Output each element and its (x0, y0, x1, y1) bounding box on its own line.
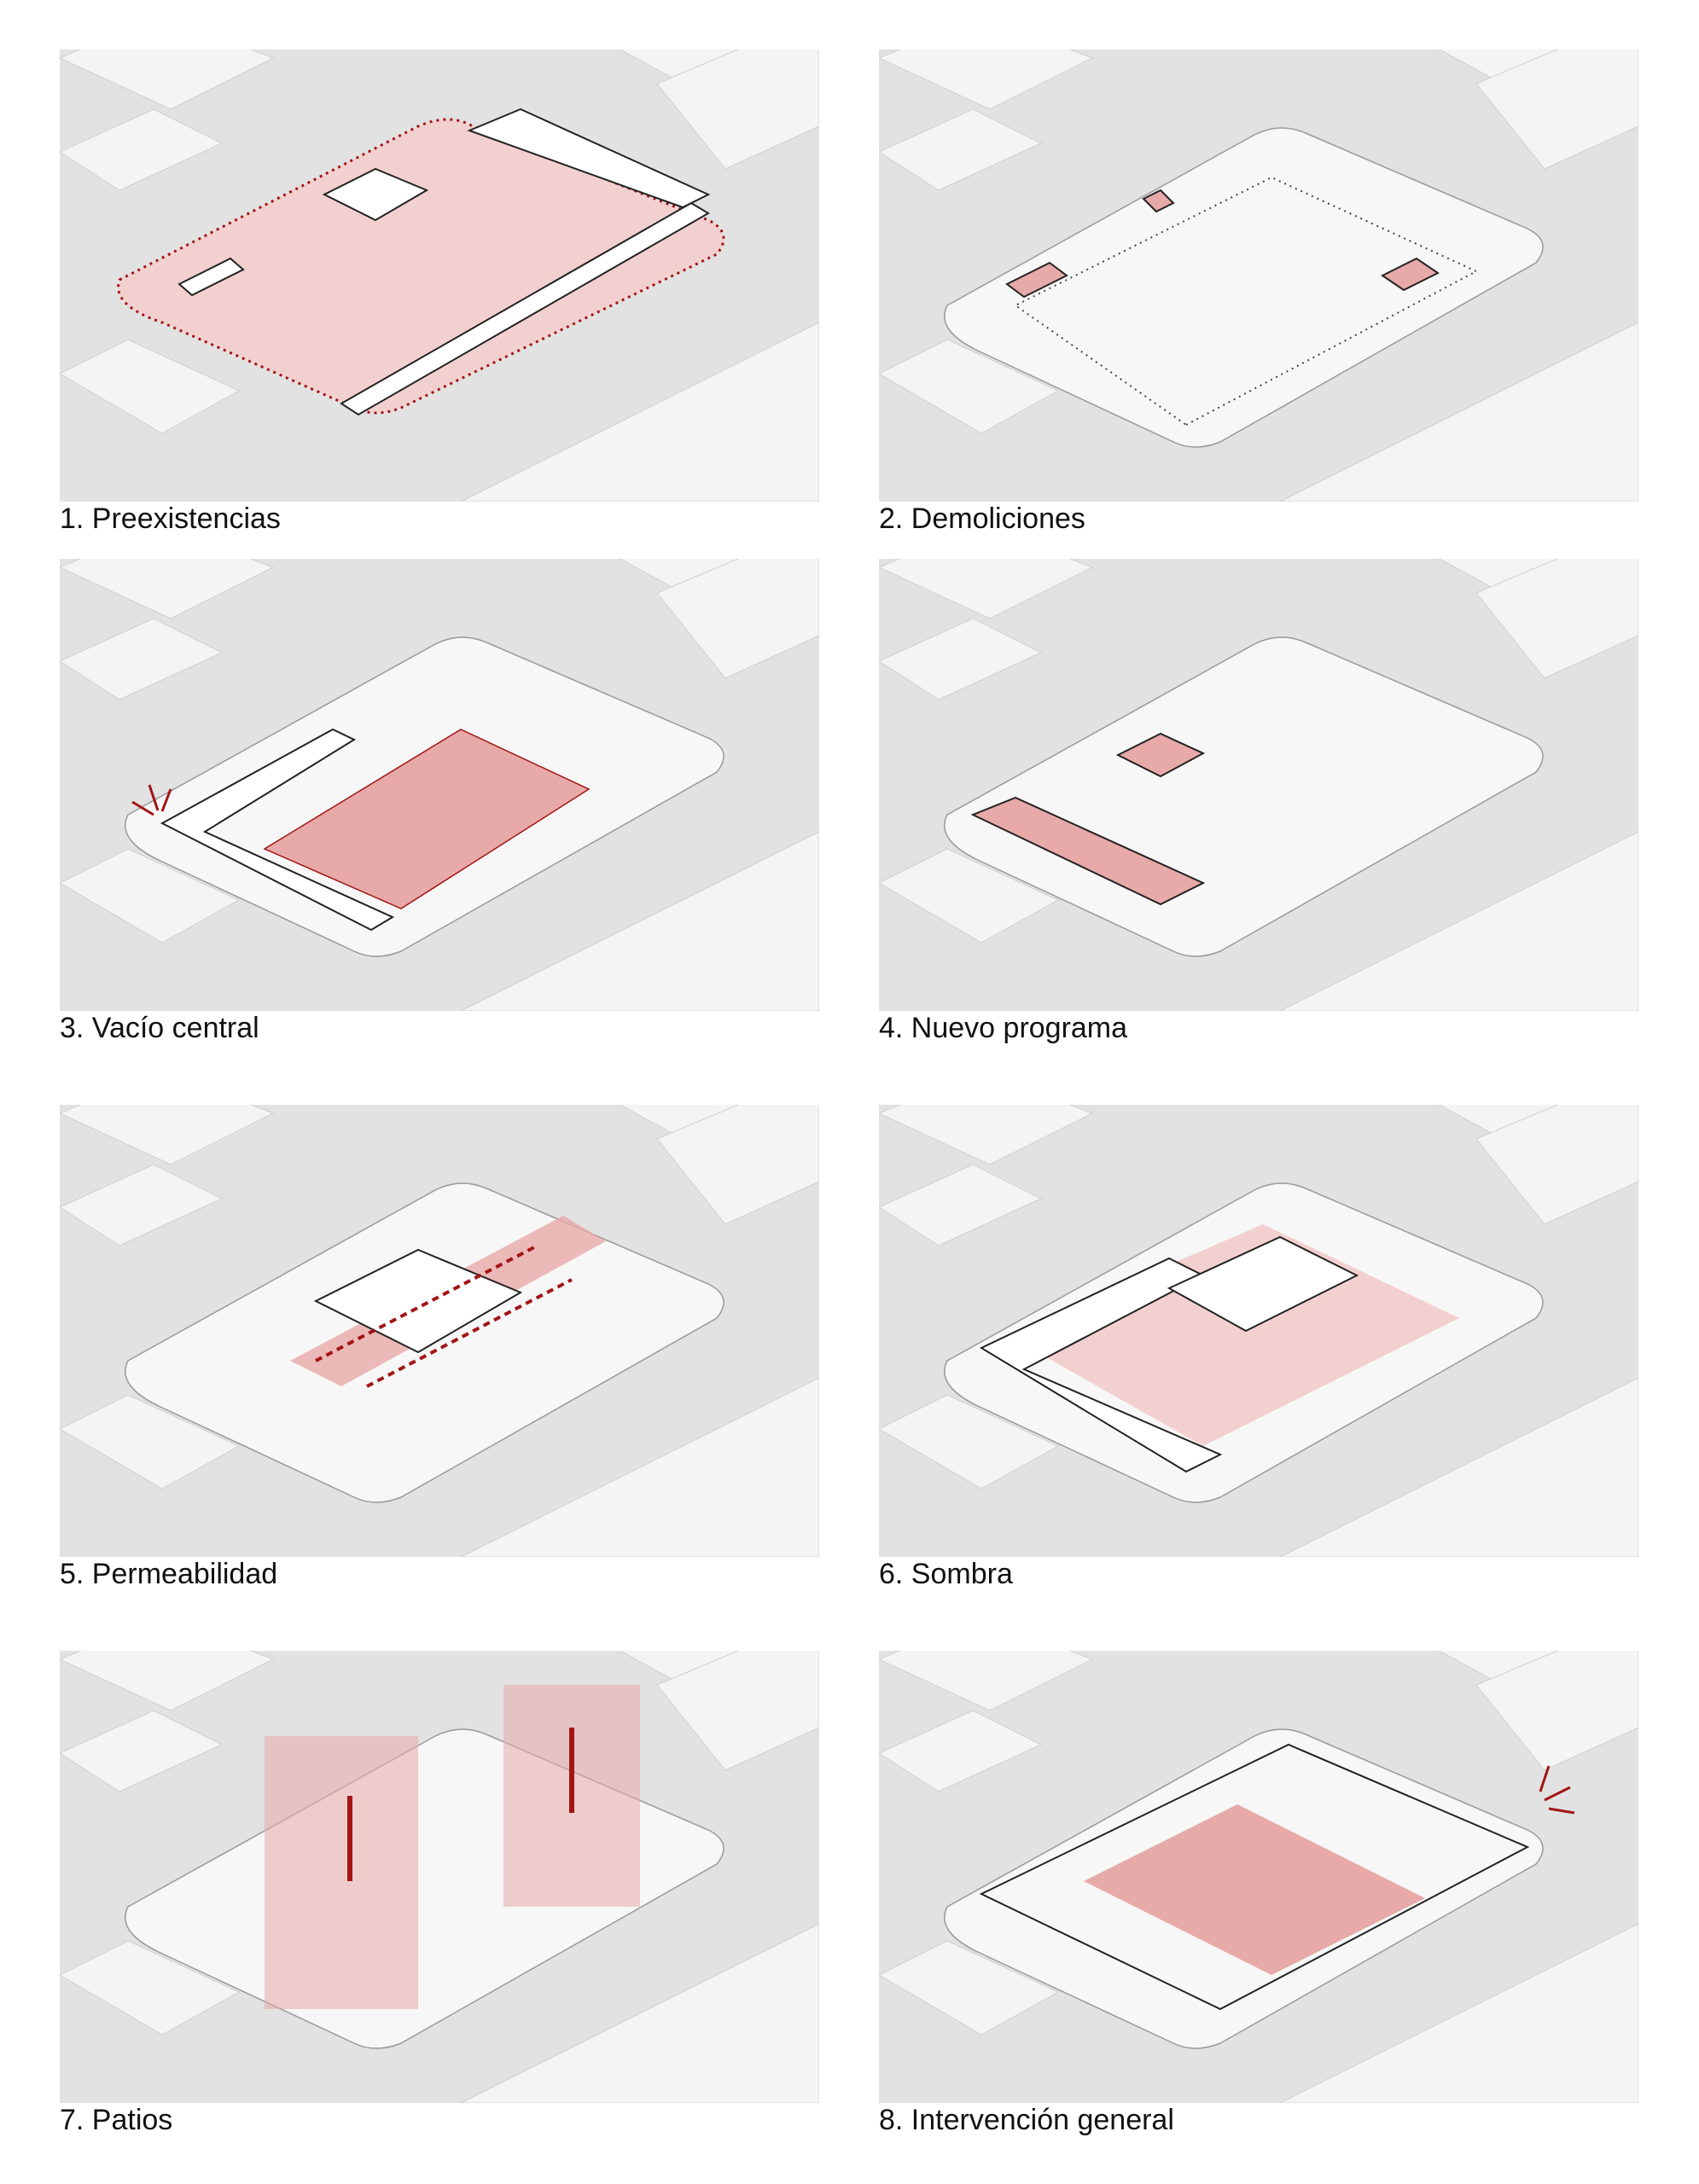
diagram-demoliciones (879, 49, 1638, 502)
context-blocks (60, 1105, 819, 1557)
burst-icon (1539, 1765, 1575, 1815)
caption-1: 1. Preexistencias (60, 502, 281, 535)
context-block (879, 1105, 1094, 1165)
context-block (656, 559, 819, 679)
panel-8-intervencion-general (879, 1651, 1638, 2103)
caption-8: 8. Intervención general (879, 2104, 1174, 2136)
existing-side-block (467, 107, 711, 209)
context-block (879, 1651, 1094, 1711)
context-block (1279, 1923, 1638, 2103)
diagram-sombra (879, 1105, 1638, 1557)
context-block (60, 49, 275, 110)
context-blocks (60, 559, 819, 1011)
central-block (313, 1248, 523, 1354)
diagram-nuevo-programa (879, 559, 1638, 1011)
context-block (460, 831, 819, 1011)
context-block (60, 1164, 224, 1246)
context-block (460, 322, 819, 502)
context-block (60, 559, 275, 619)
roof-central (1167, 1235, 1359, 1333)
context-block (656, 1651, 819, 1771)
context-block (879, 618, 1043, 700)
context-block (879, 49, 1094, 110)
context-blocks (879, 1105, 1638, 1557)
new-block-2 (1115, 732, 1206, 778)
panel-3-vacio-central (60, 559, 819, 1011)
context-block (1279, 831, 1638, 1011)
caption-6: 6. Sombra (879, 1558, 1013, 1590)
caption-4: 4. Nuevo programa (879, 1012, 1128, 1044)
panel-6-sombra (879, 1105, 1638, 1557)
courtyard-fill (1084, 1804, 1425, 1975)
caption-7: 7. Patios (60, 2104, 173, 2136)
context-block (60, 1940, 241, 2036)
existing-long-block (340, 201, 710, 416)
context-block (879, 339, 1060, 434)
context-block (1475, 559, 1638, 679)
context-blocks (879, 1651, 1638, 2103)
panel-2-demoliciones (879, 49, 1638, 502)
patio-column-1 (265, 1736, 418, 2009)
context-block (60, 1651, 275, 1711)
diagram-preexistencias (60, 49, 819, 502)
plot-outline (117, 118, 725, 415)
context-block (879, 108, 1043, 191)
footprint-dotted (1014, 176, 1479, 427)
context-block (879, 559, 1094, 619)
plot-base (944, 127, 1544, 448)
context-block (60, 339, 241, 434)
context-block (60, 1105, 275, 1165)
roofs (979, 1743, 1530, 2011)
diagram-intervencion-general (879, 1651, 1638, 2103)
context-block (460, 1377, 819, 1557)
u-block (160, 728, 395, 932)
caption-5: 5. Permeabilidad (60, 1558, 278, 1590)
diagram-vacio-central (60, 559, 819, 1011)
context-block (879, 1940, 1060, 2036)
caption-2: 2. Demoliciones (879, 502, 1085, 535)
panel-4-nuevo-programa (879, 559, 1638, 1011)
plot-base (944, 636, 1544, 957)
context-block (60, 848, 241, 944)
existing-shed (177, 257, 245, 297)
context-block (879, 1710, 1043, 1792)
arrows (315, 1244, 573, 1388)
context-block (460, 1923, 819, 2103)
context-block (1279, 1377, 1638, 1557)
context-blocks (60, 49, 819, 502)
context-block (879, 848, 1060, 944)
context-blocks (879, 559, 1638, 1011)
context-block (60, 1710, 224, 1792)
context-block (60, 618, 224, 700)
panel-5-permeabilidad (60, 1105, 819, 1557)
context-block (879, 1164, 1043, 1246)
panel-1-preexistencias (60, 49, 819, 502)
context-block (60, 108, 224, 191)
context-block (656, 49, 819, 170)
context-block (1475, 49, 1638, 170)
diagram-patios (60, 1651, 819, 2103)
existing-building (322, 167, 429, 222)
central-void (263, 729, 591, 909)
diagram-permeabilidad (60, 1105, 819, 1557)
roof-long (979, 1257, 1223, 1473)
context-block (656, 1105, 819, 1225)
burst-icon (131, 784, 172, 816)
context-block (1279, 322, 1638, 502)
demolished-3 (1381, 257, 1440, 292)
context-block (1475, 1105, 1638, 1225)
demolished-1 (1005, 261, 1068, 299)
caption-3: 3. Vacío central (60, 1012, 259, 1044)
context-block (1475, 1651, 1638, 1771)
context-block (879, 1394, 1060, 1490)
context-blocks (60, 1651, 819, 2103)
demolished-2 (1142, 189, 1175, 213)
context-block (60, 1394, 241, 1490)
new-block-1 (970, 796, 1206, 906)
panel-7-patios (60, 1651, 819, 2103)
context-blocks (879, 49, 1638, 502)
